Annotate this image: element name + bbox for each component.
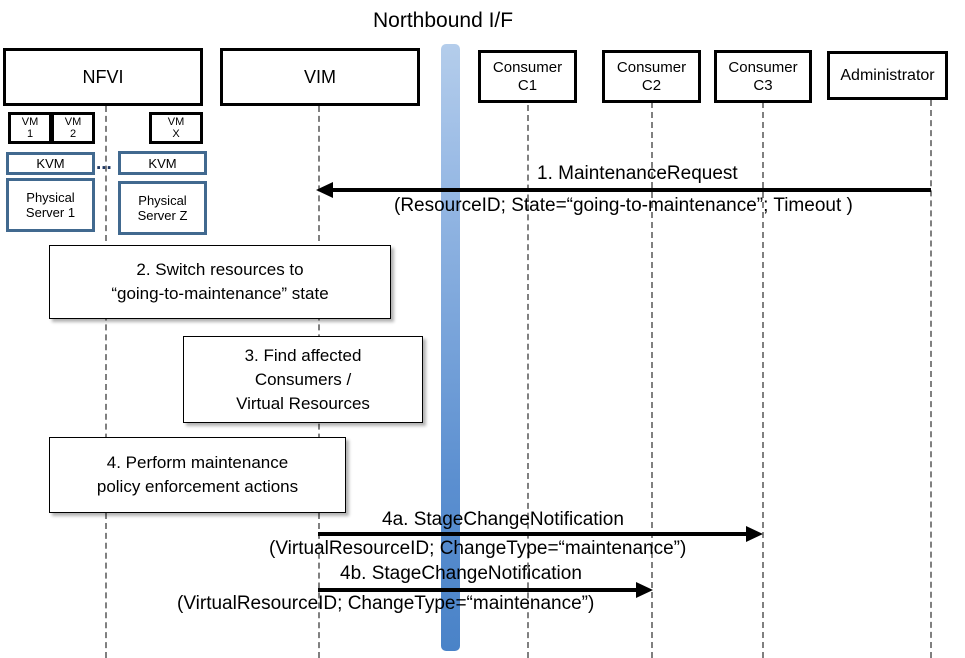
message-line-msg4b xyxy=(318,588,637,592)
actor-label-nfvi: NFVI xyxy=(82,66,124,87)
hypervisor-label-kvm2: KVM xyxy=(148,155,177,171)
lifeline-consumer-c1 xyxy=(527,105,529,658)
server-box-physical-server-1[interactable]: Physical Server 1 xyxy=(6,178,95,232)
actor-label-consumer-c2-line1: Consumer xyxy=(616,58,687,76)
step-box-4[interactable]: 4. Perform maintenance policy enforcemen… xyxy=(49,437,346,513)
actor-label-administrator: Administrator xyxy=(840,66,935,84)
message-line-msg1 xyxy=(333,188,931,192)
actor-box-consumer-c1[interactable]: Consumer C1 xyxy=(478,50,577,103)
hypervisor-label-kvm1: KVM xyxy=(36,156,65,171)
message-arrowhead-msg4a xyxy=(746,526,763,542)
message-label-msg4a-params: (VirtualResourceID; ChangeType=“maintena… xyxy=(269,538,687,559)
vm-label-vm1-line1: VM xyxy=(21,116,39,128)
vm-label-vm1-line2: 1 xyxy=(26,128,34,140)
server-label-serverz-line1: Physical xyxy=(138,193,187,208)
actor-box-nfvi[interactable]: NFVI xyxy=(3,48,203,106)
step-box-3[interactable]: 3. Find affected Consumers / Virtual Res… xyxy=(183,336,423,423)
message-label-msg4a-name: 4a. StageChangeNotification xyxy=(382,509,624,530)
actor-label-consumer-c3-line1: Consumer xyxy=(728,58,798,76)
vm-label-vm2-line1: VM xyxy=(64,116,82,128)
message-arrowhead-msg4b xyxy=(636,582,653,598)
lifeline-nfvi xyxy=(105,106,107,658)
diagram-title: Northbound I/F xyxy=(373,9,514,32)
hypervisor-box-kvm2[interactable]: KVM xyxy=(118,151,207,175)
step-2-line2: “going-to-maintenance” state xyxy=(111,284,329,303)
lifeline-administrator xyxy=(930,100,932,658)
server-label-serverz-line2: Server Z xyxy=(137,208,188,223)
actor-label-vim: VIM xyxy=(303,66,336,87)
vm-box-vm2[interactable]: VM 2 xyxy=(51,112,95,144)
message-label-msg1-name: 1. MaintenanceRequest xyxy=(537,163,738,184)
vm-label-vmx-line2: X xyxy=(172,128,180,140)
message-label-msg4b-name: 4b. StageChangeNotification xyxy=(340,563,582,584)
step-3-line3: Virtual Resources xyxy=(236,393,370,413)
actor-label-consumer-c1-line1: Consumer xyxy=(492,58,563,76)
vm-box-vm1[interactable]: VM 1 xyxy=(8,112,52,144)
actor-label-consumer-c3-line2: C3 xyxy=(753,76,773,94)
message-arrowhead-msg1 xyxy=(316,182,333,198)
step-4-line1: 4. Perform maintenance xyxy=(106,453,289,472)
infrastructure-ellipsis: ... xyxy=(96,153,112,174)
server-label-server1-line2: Server 1 xyxy=(25,205,76,220)
actor-box-administrator[interactable]: Administrator xyxy=(827,51,948,100)
vm-label-vm2-line2: 2 xyxy=(69,128,77,140)
server-box-physical-server-z[interactable]: Physical Server Z xyxy=(118,181,207,235)
step-3-line1: 3. Find affected xyxy=(244,345,362,365)
actor-box-vim[interactable]: VIM xyxy=(220,48,420,106)
message-label-msg1-params: (ResourceID; State=“going-to-maintenance… xyxy=(394,195,853,216)
actor-label-consumer-c2-line2: C2 xyxy=(641,76,662,94)
northbound-interface-bar xyxy=(441,44,460,651)
actor-box-consumer-c3[interactable]: Consumer C3 xyxy=(714,50,812,103)
vm-label-vmx-line1: VM xyxy=(167,116,185,128)
lifeline-consumer-c2 xyxy=(651,102,653,658)
step-4-line2: policy enforcement actions xyxy=(96,477,299,496)
step-box-2[interactable]: 2. Switch resources to “going-to-mainten… xyxy=(49,245,391,319)
hypervisor-box-kvm1[interactable]: KVM xyxy=(6,152,95,175)
actor-label-consumer-c1-line2: C1 xyxy=(517,76,538,94)
message-label-msg4b-params: (VirtualResourceID; ChangeType=“maintena… xyxy=(177,593,595,614)
actor-box-consumer-c2[interactable]: Consumer C2 xyxy=(602,50,701,103)
lifeline-consumer-c3 xyxy=(762,102,764,658)
vm-box-vmx[interactable]: VM X xyxy=(149,112,203,144)
step-3-line2: Consumers / xyxy=(254,369,352,389)
step-2-line1: 2. Switch resources to xyxy=(136,260,304,279)
server-label-server1-line1: Physical xyxy=(26,190,75,205)
message-line-msg4a xyxy=(318,532,747,536)
